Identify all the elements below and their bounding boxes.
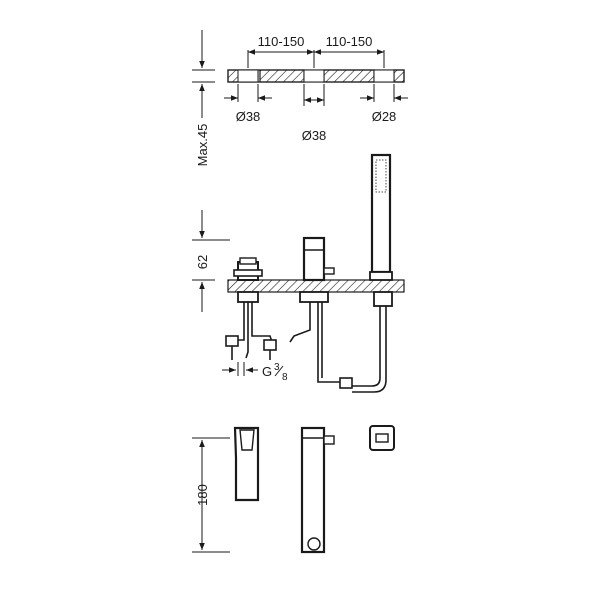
front-view: 180 (192, 425, 395, 554)
deck-section-3 (323, 69, 375, 83)
top-view: 110-150 110-150 Ø38 Ø38 Ø28 Max.45 (192, 30, 408, 166)
mixer-diverter (323, 267, 335, 275)
deck-slab (227, 279, 405, 293)
deck-max-label: Max.45 (195, 124, 210, 167)
hole-left-label: Ø38 (236, 109, 261, 124)
spout-front (300, 426, 326, 554)
hole-right-label: Ø28 (372, 109, 397, 124)
spout-aerator (307, 537, 321, 551)
spout-height-label: 180 (195, 484, 210, 506)
deck-section-4 (393, 69, 405, 83)
thread-num-label: 3 (274, 362, 280, 373)
hole-right-opening (373, 69, 395, 83)
hand-shower (370, 153, 392, 274)
valve-height-label: 62 (195, 255, 210, 269)
spacing-left-label: 110-150 (258, 34, 305, 49)
thread-den-label: 8 (282, 372, 288, 383)
hose-connector (339, 377, 353, 389)
handle-front (233, 426, 260, 502)
deck-section-2 (259, 69, 305, 83)
hole-center-opening (303, 69, 325, 83)
mixer-body (302, 236, 326, 282)
side-view: G 3 8 62 (192, 153, 405, 393)
shower-holder (369, 271, 393, 281)
hole-center-label: Ø38 (302, 128, 327, 143)
thread-main-label: G (262, 364, 272, 379)
inlet-fitting-2 (263, 339, 277, 351)
spacing-right-label: 110-150 (326, 34, 373, 49)
hole-left-opening (237, 69, 259, 83)
inlet-fitting-1 (225, 335, 239, 347)
